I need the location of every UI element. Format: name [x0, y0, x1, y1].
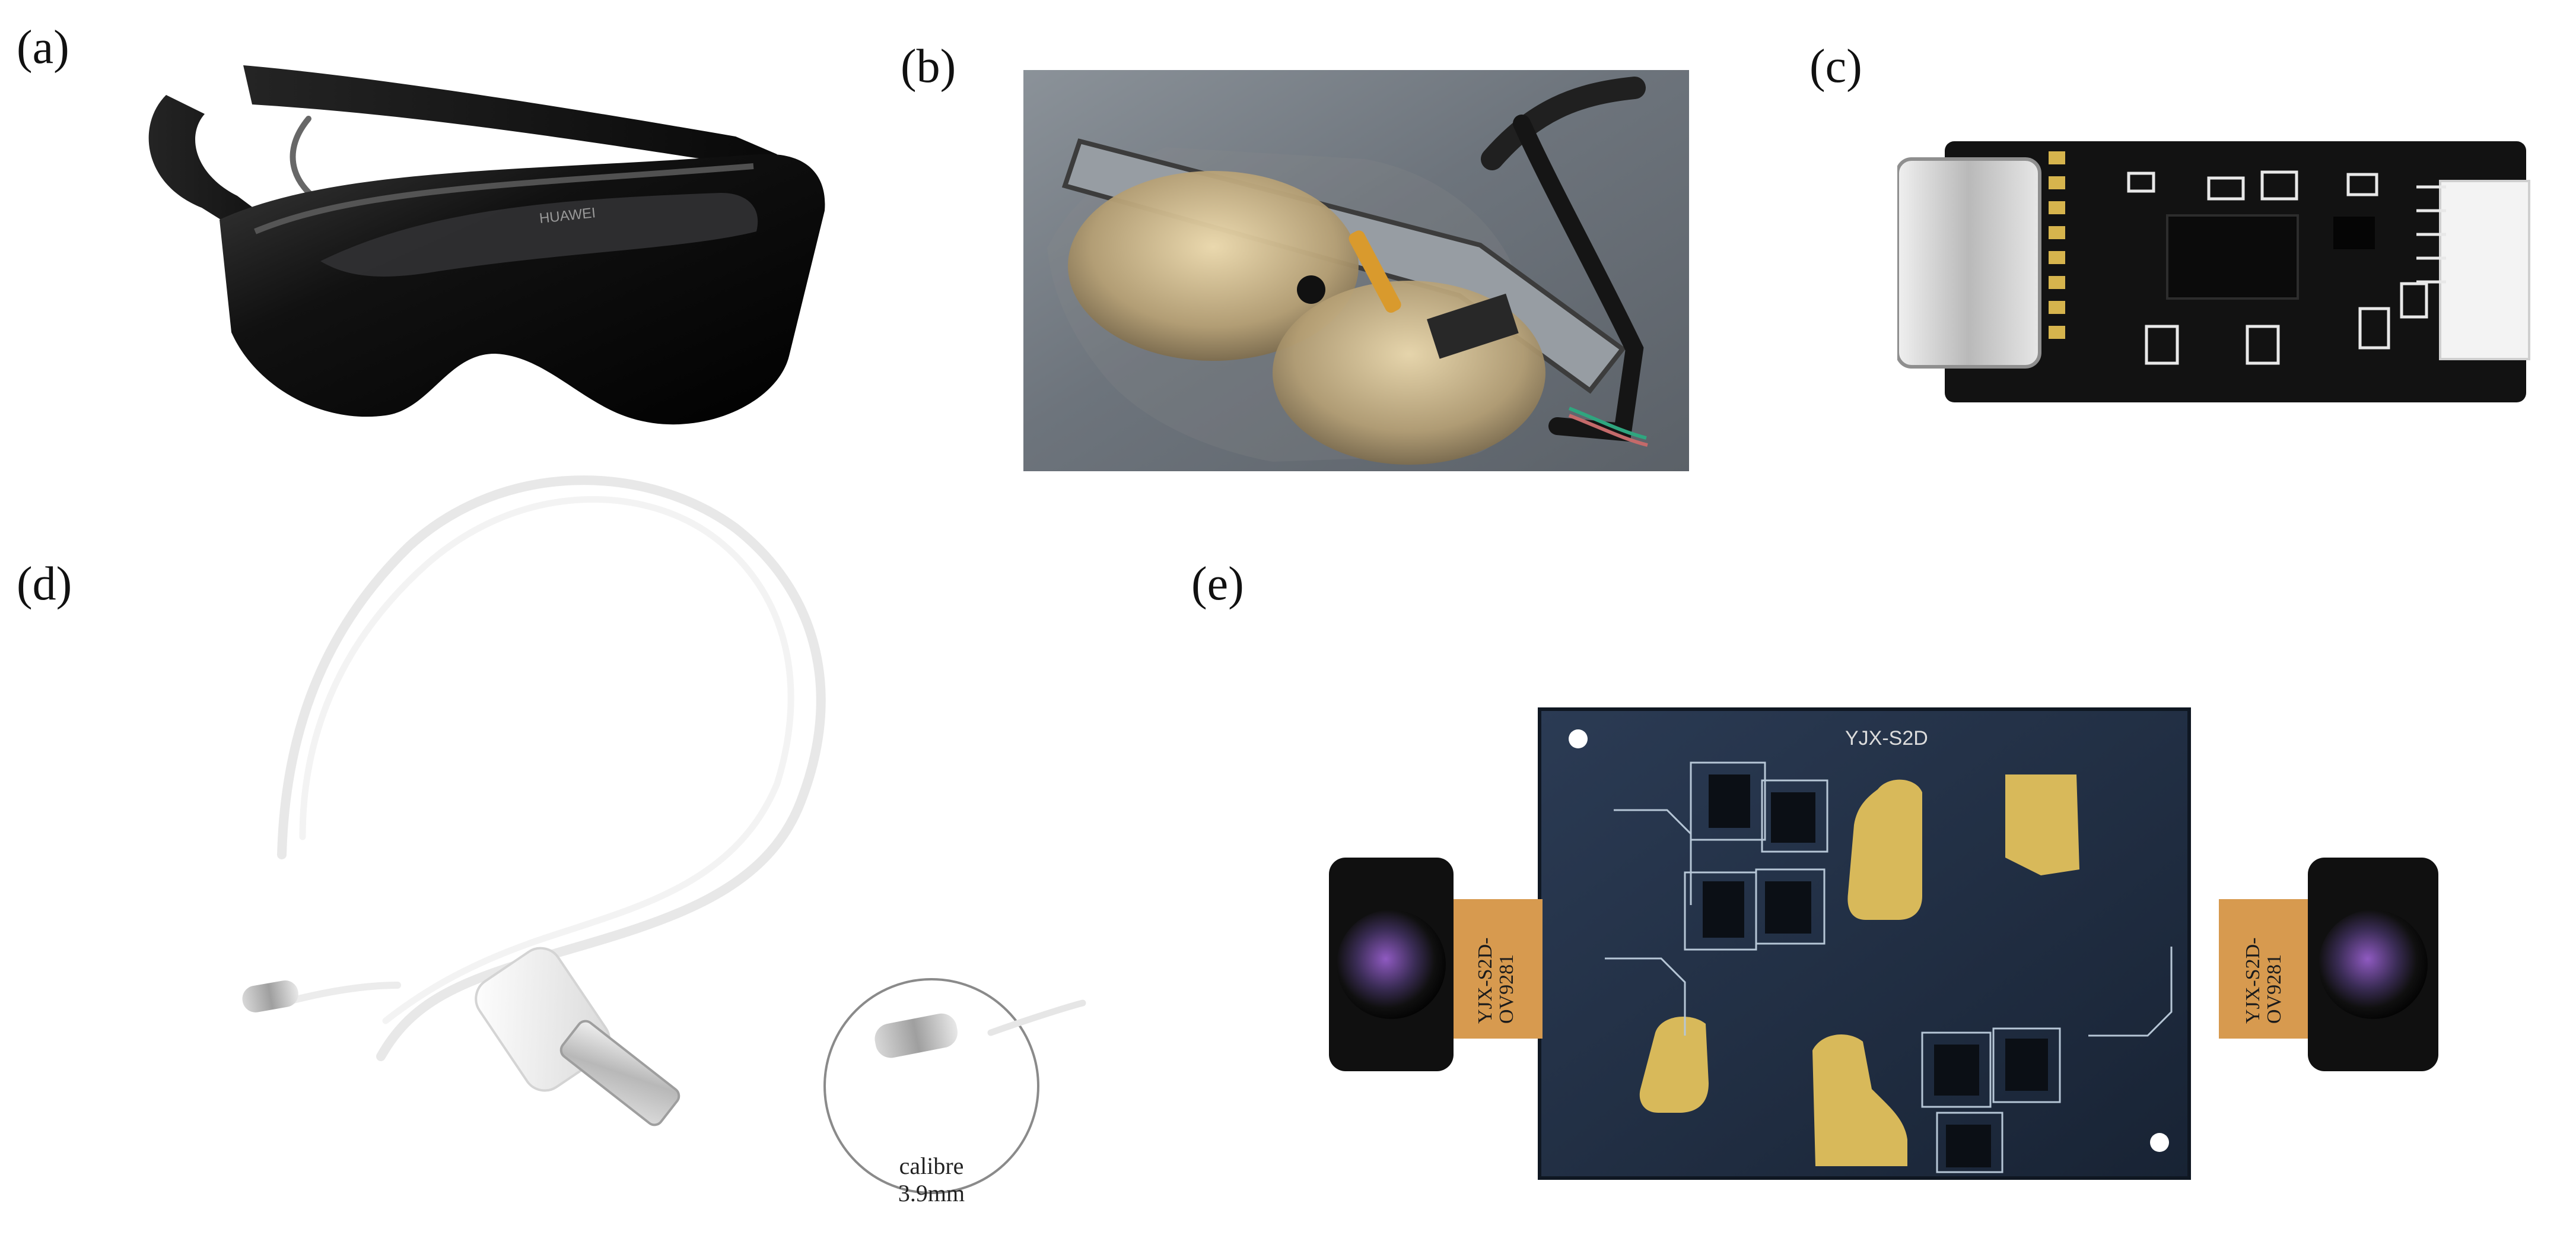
- mounting-hole-top-left: [1569, 729, 1588, 748]
- gold-pads-left: [2049, 151, 2065, 339]
- cable-metal-tip: [242, 980, 298, 1012]
- temple-arm: [1513, 115, 1644, 442]
- callout-cable-line: [987, 999, 1086, 1036]
- panel-e-board-illustration: YJX-S2D: [1329, 707, 2438, 1180]
- panel-label-e: (e): [1191, 558, 1244, 610]
- panel-label-a: (a): [17, 21, 69, 74]
- small-chip-cluster: [1703, 774, 2048, 1167]
- panel-d-cable-illustration: calibre 3.9mm: [242, 475, 1086, 1207]
- right-flex-text-2: OV9281: [2263, 954, 2285, 1024]
- black-cable: [1481, 77, 1646, 170]
- panel-e-dual-camera-board: YJX-S2D: [1305, 703, 2462, 1190]
- panel-d-cable: calibre 3.9mm: [196, 451, 1175, 1223]
- camera-sensor: [1297, 275, 1325, 304]
- left-flex-text-2: OV9281: [1496, 954, 1518, 1024]
- thin-wire-green: [1568, 407, 1647, 440]
- cable-end-segment: [278, 982, 401, 1007]
- panel-a-vr-glasses-illustration: HUAWEI: [148, 65, 825, 425]
- panel-c-usb-board: [1897, 131, 2544, 410]
- glasses-top-highlight: [254, 163, 754, 234]
- right-flex-cable: [2219, 899, 2311, 1039]
- small-chip: [2333, 217, 2375, 249]
- board-label: YJX-S2D: [1845, 727, 1928, 750]
- lens-left: [1068, 171, 1359, 361]
- glasses-face-pad: [320, 193, 758, 277]
- orange-flex-cable: [1349, 230, 1401, 313]
- callout-metal-tip: [874, 1013, 958, 1058]
- right-camera-lens: [2319, 910, 2428, 1019]
- usb-c-connector: [1897, 157, 2041, 369]
- gold-pads: [1639, 774, 2079, 1166]
- mounted-board: [1427, 293, 1519, 359]
- cable-loop-inner: [299, 496, 794, 1024]
- right-flex-text-1: YJX-S2D-: [2242, 938, 2264, 1024]
- cable-callout: calibre 3.9mm: [823, 978, 1086, 1207]
- panel-label-c: (c): [1809, 40, 1862, 93]
- pcb-white-markings: [2127, 170, 2446, 365]
- panel-a-vr-glasses: HUAWEI: [131, 53, 842, 439]
- left-flex-text-1: YJX-S2D-: [1474, 938, 1496, 1024]
- main-chip: [2166, 214, 2299, 300]
- panel-label-d: (d): [17, 558, 72, 610]
- panel-b-photo-illustration: [1023, 70, 1689, 471]
- callout-text-line-1: calibre: [899, 1153, 964, 1179]
- glasses-left-strap: [148, 95, 332, 267]
- mounting-hole-bottom-right: [2150, 1133, 2169, 1152]
- thin-wire-red: [1568, 414, 1648, 447]
- panel-b-internal-assembly-photo: [1023, 70, 1689, 471]
- glasses-top-strap: [243, 65, 777, 167]
- callout-text-line-2: 3.9mm: [898, 1180, 965, 1207]
- panel-c-board-illustration: [1897, 141, 2530, 402]
- left-camera-lens: [1337, 910, 1446, 1019]
- panel-label-b: (b): [901, 40, 956, 93]
- callout-circle: [823, 978, 1039, 1194]
- usb-plug-metal: [559, 1020, 680, 1126]
- left-flex-cable: [1451, 899, 1543, 1039]
- right-connector: [2439, 180, 2530, 360]
- board-silkscreen: [1605, 761, 2173, 1173]
